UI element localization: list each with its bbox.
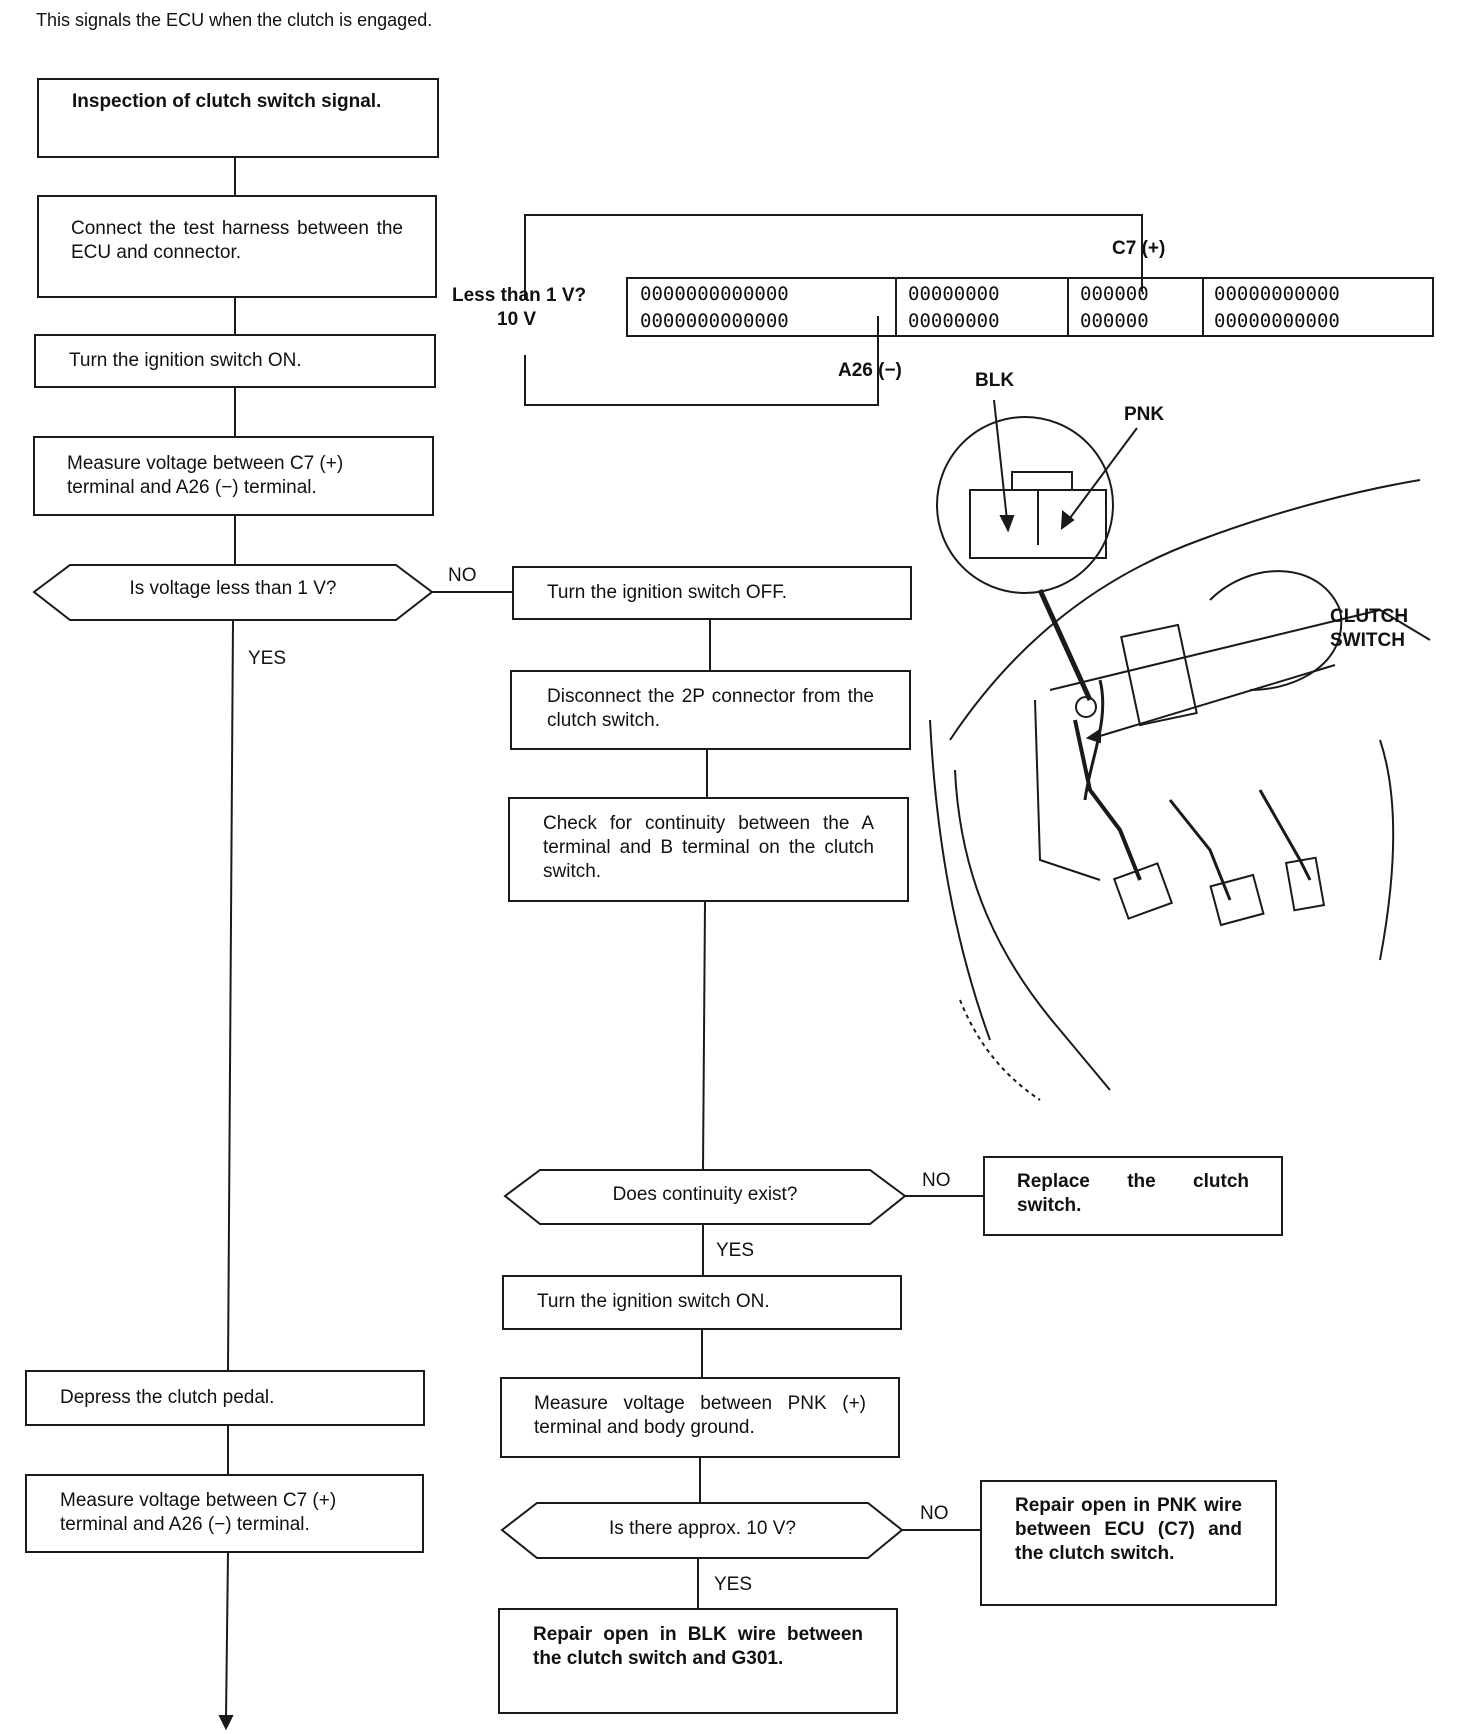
step-measure-voltage-2-text: Measure voltage between C7 (+) terminal … <box>60 1490 337 1535</box>
knee-panel-line <box>1034 699 1101 881</box>
repair-pnk-wire-box: Repair open in PNK wire between ECU (C7)… <box>980 1480 1277 1606</box>
step-depress-clutch-box: Depress the clutch pedal. <box>25 1370 425 1426</box>
step-check-continuity-text: Check for continuity between the A termi… <box>543 813 874 882</box>
decision-continuity-text: Does continuity exist? <box>612 1184 798 1205</box>
connector-zoom-circle <box>936 416 1114 594</box>
step-measure-pnk-text: Measure voltage between PNK (+) terminal… <box>534 1393 866 1438</box>
voltage-label-10v: 10 V <box>497 309 537 330</box>
accel-pedal-pad <box>1284 856 1326 912</box>
decision1-yes-label: YES <box>248 648 287 669</box>
blk-pointer-line <box>993 399 1008 521</box>
brake-pedal-arm <box>1168 799 1232 901</box>
vent-grille <box>1120 623 1198 727</box>
decision3-yes-label: YES <box>714 1574 753 1595</box>
connector-row-a-sec3: 000000 <box>1080 283 1149 305</box>
step-ignition-on-text: Turn the ignition switch ON. <box>69 350 302 371</box>
clutch-connector-latch <box>1011 471 1073 491</box>
decision-voltage-less-text: Is voltage less than 1 V? <box>129 578 337 599</box>
step-disconnect-2p-text: Disconnect the 2P connector from the clu… <box>547 686 874 731</box>
decision-shape <box>503 1169 907 1225</box>
floor-line <box>959 999 1041 1101</box>
blk-wire-label: BLK <box>975 370 1015 391</box>
connector-row-b-sec1: 0000000000000 <box>640 310 789 332</box>
clutch-pedal-arm <box>1073 719 1142 881</box>
intro-text: This signals the ECU when the clutch is … <box>36 10 433 30</box>
clutch-switch-label-line1: CLUTCH <box>1330 606 1409 627</box>
c7-plus-label: C7 (+) <box>1112 238 1166 259</box>
switch-arrow-icon <box>1085 728 1101 744</box>
replace-clutch-switch-box: Replace the clutch switch. <box>983 1156 1283 1236</box>
connector-row-b-sec4: 00000000000 <box>1214 310 1340 332</box>
blk-arrow-icon <box>999 515 1015 533</box>
decision2-no-label: NO <box>922 1170 951 1191</box>
accel-pedal-arm <box>1258 789 1312 881</box>
step-ignition-off-box: Turn the ignition switch OFF. <box>512 566 912 620</box>
pnk-arrow-icon <box>1060 510 1075 531</box>
repair-pnk-wire-text: Repair open in PNK wire between ECU (C7)… <box>1015 1495 1242 1564</box>
step-inspection-box: Inspection of clutch switch signal. <box>37 78 439 158</box>
clutch-pedal-pad <box>1112 862 1174 920</box>
step-ignition-off-text: Turn the ignition switch OFF. <box>547 582 788 603</box>
step-depress-clutch-text: Depress the clutch pedal. <box>60 1387 275 1408</box>
step-inspection-text: Inspection of clutch switch signal. <box>72 91 382 112</box>
step-disconnect-2p-box: Disconnect the 2P connector from the clu… <box>510 670 911 750</box>
connector-line <box>227 619 234 1371</box>
brake-pedal-pad <box>1209 873 1265 927</box>
step-measure-voltage-text: Measure voltage between C7 (+) terminal … <box>67 453 344 498</box>
connector-row-a-sec2: 00000000 <box>908 283 1000 305</box>
decision-shape <box>500 1502 904 1559</box>
step-measure-voltage-2-box: Measure voltage between C7 (+) terminal … <box>25 1474 424 1553</box>
replace-clutch-switch-text: Replace the clutch switch. <box>1017 1171 1249 1216</box>
clutch-switch-body <box>1075 696 1097 718</box>
step-check-continuity-box: Check for continuity between the A termi… <box>508 797 909 902</box>
repair-blk-wire-box: Repair open in BLK wire between the clut… <box>498 1608 898 1714</box>
a26-minus-label: A26 (−) <box>838 360 902 381</box>
plus-lead-wire <box>524 214 1143 300</box>
decision1-no-label: NO <box>448 565 477 586</box>
step-connect-harness-text: Connect the test harness between the ECU… <box>71 218 403 263</box>
step-ignition-on-box: Turn the ignition switch ON. <box>34 334 436 388</box>
decision3-no-label: NO <box>920 1503 949 1524</box>
gauge-cluster <box>1209 570 1343 691</box>
dash-outline <box>949 479 1421 741</box>
step-ignition-on-2-box: Turn the ignition switch ON. <box>502 1275 902 1330</box>
connector-row-a-sec4: 00000000000 <box>1214 283 1340 305</box>
pnk-wire-label: PNK <box>1124 404 1165 425</box>
connector-line <box>702 901 706 1171</box>
down-arrow-icon <box>218 1715 234 1731</box>
decision-approx-10v-text: Is there approx. 10 V? <box>609 1518 796 1539</box>
clutch-switch-leader <box>1099 664 1336 737</box>
step-measure-pnk-box: Measure voltage between PNK (+) terminal… <box>500 1377 900 1458</box>
ecu-connector-outline <box>626 277 1434 337</box>
zoom-leader-line <box>1037 588 1093 702</box>
pnk-pointer-line <box>1069 427 1138 519</box>
a-pillar-line <box>954 769 1111 1091</box>
connector-row-b-sec2: 00000000 <box>908 310 1000 332</box>
console-line <box>1379 739 1395 961</box>
step-ignition-on-2-text: Turn the ignition switch ON. <box>537 1291 770 1312</box>
step-connect-harness-box: Connect the test harness between the ECU… <box>37 195 437 298</box>
connector-row-a-sec1: 0000000000000 <box>640 283 789 305</box>
under-dash-line <box>1049 608 1431 691</box>
step-measure-voltage-box: Measure voltage between C7 (+) terminal … <box>33 436 434 516</box>
decision2-yes-label: YES <box>716 1240 755 1261</box>
connector-row-b-sec3: 000000 <box>1080 310 1149 332</box>
clutch-switch-label-line2: SWITCH <box>1330 630 1405 651</box>
decision-shape <box>32 564 434 621</box>
voltage-label-less-than: Less than 1 V? <box>452 285 587 306</box>
door-edge-line <box>929 719 991 1041</box>
connector-line <box>225 1552 229 1719</box>
repair-blk-wire-text: Repair open in BLK wire between the clut… <box>533 1624 863 1669</box>
